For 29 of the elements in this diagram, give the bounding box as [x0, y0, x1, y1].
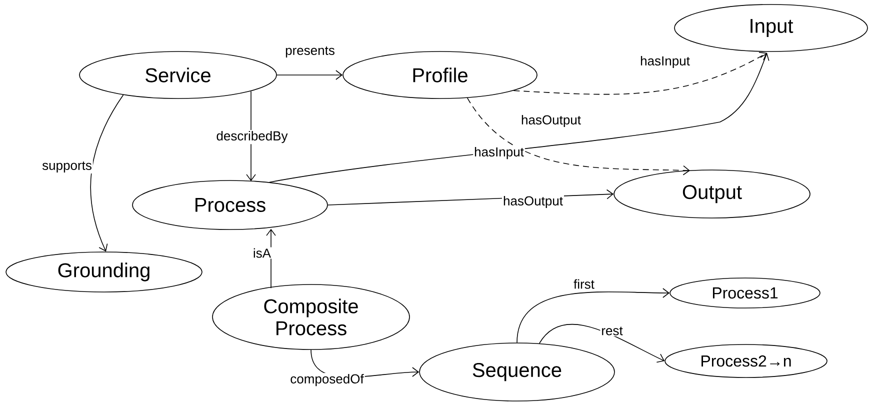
arrow: [266, 228, 276, 288]
arrow: [516, 288, 670, 343]
ellipse-node: Process: [132, 180, 328, 230]
edge-label: isA: [252, 247, 272, 259]
ellipse-node: Composite Process: [212, 284, 410, 350]
arrow: [90, 94, 124, 252]
edge-label: hasInput: [639, 54, 691, 70]
ellipse-node: Service: [79, 51, 277, 99]
edge-label: hasOutput: [520, 114, 582, 128]
ellipse-node: Process1: [670, 278, 820, 308]
ellipse-node: Input: [674, 4, 868, 52]
edge-label: rest: [600, 326, 624, 336]
edge-label: composedOf: [289, 372, 365, 388]
edge-label: describedBy: [215, 130, 289, 144]
edge-label: first: [572, 278, 596, 290]
edge-label: presents: [284, 45, 336, 59]
arrow: [513, 52, 767, 95]
arrow: [276, 70, 343, 80]
ellipse-node: Sequence: [419, 342, 615, 402]
ellipse-node: Grounding: [6, 252, 202, 292]
ellipse-node: Profile: [342, 51, 538, 99]
arrow: [269, 52, 770, 183]
edge-label: supports: [41, 160, 93, 174]
edge-label: hasOutput: [502, 194, 564, 210]
ellipse-node: Process2→n: [664, 344, 828, 378]
edge-label: hasInput: [473, 146, 525, 160]
arrow: [538, 324, 665, 363]
arrow: [466, 98, 690, 176]
ellipse-node: Output: [614, 170, 810, 218]
